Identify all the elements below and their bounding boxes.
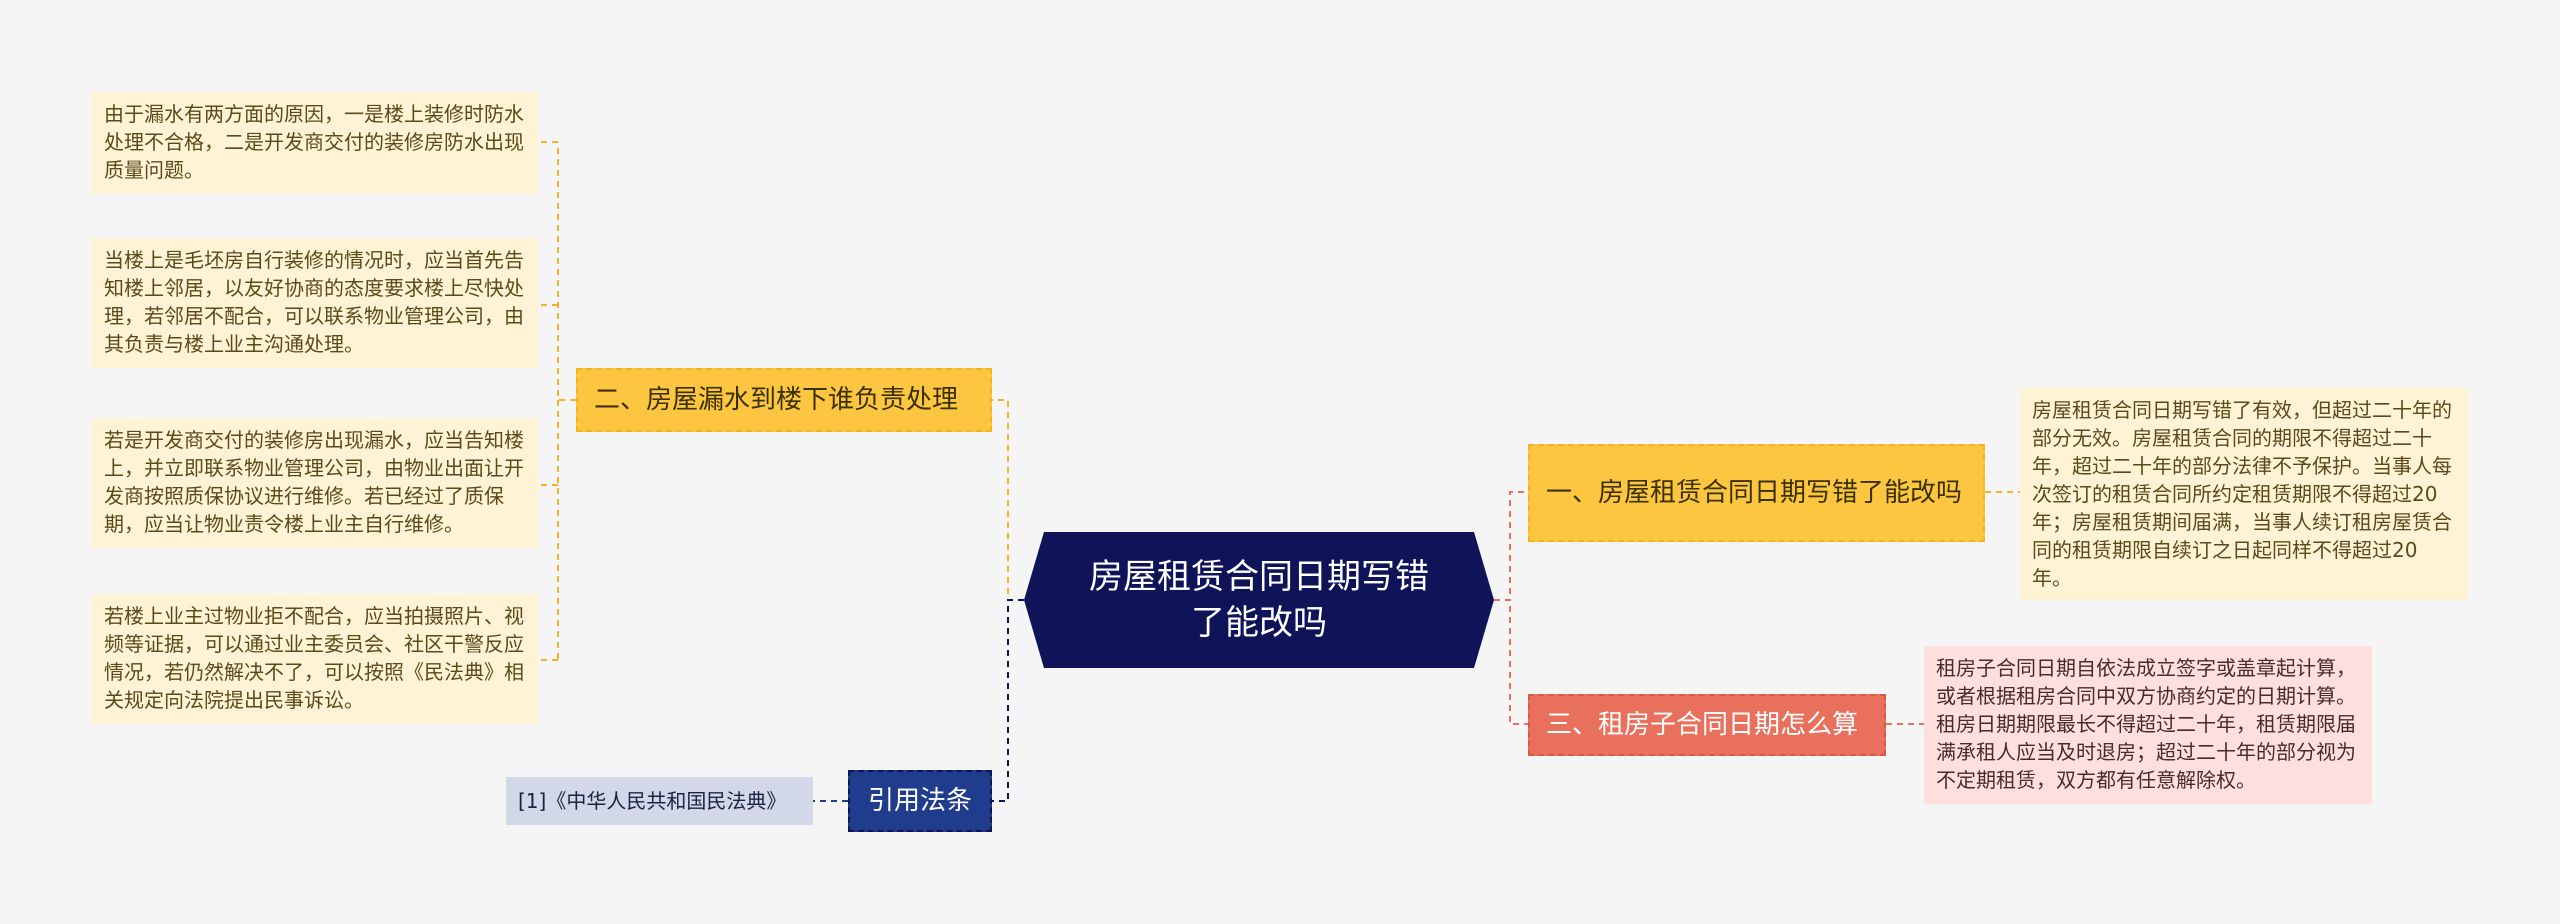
leaf-b4-text: [1]《中华人民共和国民法典》 xyxy=(518,789,787,813)
leaf-b2-1[interactable]: 由于漏水有两方面的原因，一是楼上装修时防水处理不合格，二是开发商交付的装修房防水… xyxy=(92,92,538,194)
leaf-b3[interactable]: 租房子合同日期自依法成立签字或盖章起计算，或者根据租房合同中双方协商约定的日期计… xyxy=(1924,646,2372,804)
branch-topic-2-text: 二、房屋漏水到楼下谁负责处理 xyxy=(594,385,959,415)
center-topic-text: 房屋租赁合同日期写错了能改吗 xyxy=(1089,557,1429,643)
connector-center-b1 xyxy=(1494,491,1528,601)
leaf-b3-text: 租房子合同日期自依法成立签字或盖章起计算，或者根据租房合同中双方协商约定的日期计… xyxy=(1936,656,2356,792)
branch-topic-4[interactable]: 引用法条 xyxy=(848,770,992,832)
leaf-b2-4-text: 若楼上业主过物业拒不配合，应当拍摄照片、视频等证据，可以通过业主委员会、社区干警… xyxy=(104,604,524,712)
leaf-b1-text: 房屋租赁合同日期写错了有效，但超过二十年的部分无效。房屋租赁合同的期限不得超过二… xyxy=(2032,398,2452,590)
connector-center-b4 xyxy=(992,599,1024,802)
branch-topic-3-text: 三、租房子合同日期怎么算 xyxy=(1546,710,1859,740)
leaf-b4[interactable]: [1]《中华人民共和国民法典》 xyxy=(506,777,813,825)
branch-topic-2[interactable]: 二、房屋漏水到楼下谁负责处理 xyxy=(576,368,992,432)
leaf-b2-4[interactable]: 若楼上业主过物业拒不配合，应当拍摄照片、视频等证据，可以通过业主委员会、社区干警… xyxy=(92,594,538,724)
connector-center-b3 xyxy=(1494,599,1528,725)
leaf-b2-2-text: 当楼上是毛坯房自行装修的情况时，应当首先告知楼上邻居，以友好协商的态度要求楼上尽… xyxy=(104,248,524,356)
leaf-b2-3[interactable]: 若是开发商交付的装修房出现漏水，应当告知楼上，并立即联系物业管理公司，由物业出面… xyxy=(92,418,538,548)
branch-topic-4-text: 引用法条 xyxy=(867,786,972,816)
leaf-b2-3-text: 若是开发商交付的装修房出现漏水，应当告知楼上，并立即联系物业管理公司，由物业出面… xyxy=(104,428,524,536)
branch-topic-1[interactable]: 一、房屋租赁合同日期写错了能改吗 xyxy=(1528,444,1985,542)
branch-topic-3[interactable]: 三、租房子合同日期怎么算 xyxy=(1528,694,1886,756)
connector-b2-leaves xyxy=(538,141,576,661)
leaf-b1[interactable]: 房屋租赁合同日期写错了有效，但超过二十年的部分无效。房屋租赁合同的期限不得超过二… xyxy=(2020,388,2468,600)
connector-center-b2 xyxy=(992,399,1024,601)
leaf-b2-2[interactable]: 当楼上是毛坯房自行装修的情况时，应当首先告知楼上邻居，以友好协商的态度要求楼上尽… xyxy=(92,238,538,368)
branch-topic-1-text: 一、房屋租赁合同日期写错了能改吗 xyxy=(1546,478,1963,508)
center-topic[interactable]: 房屋租赁合同日期写错了能改吗 xyxy=(1024,532,1494,668)
leaf-b2-1-text: 由于漏水有两方面的原因，一是楼上装修时防水处理不合格，二是开发商交付的装修房防水… xyxy=(104,102,524,182)
